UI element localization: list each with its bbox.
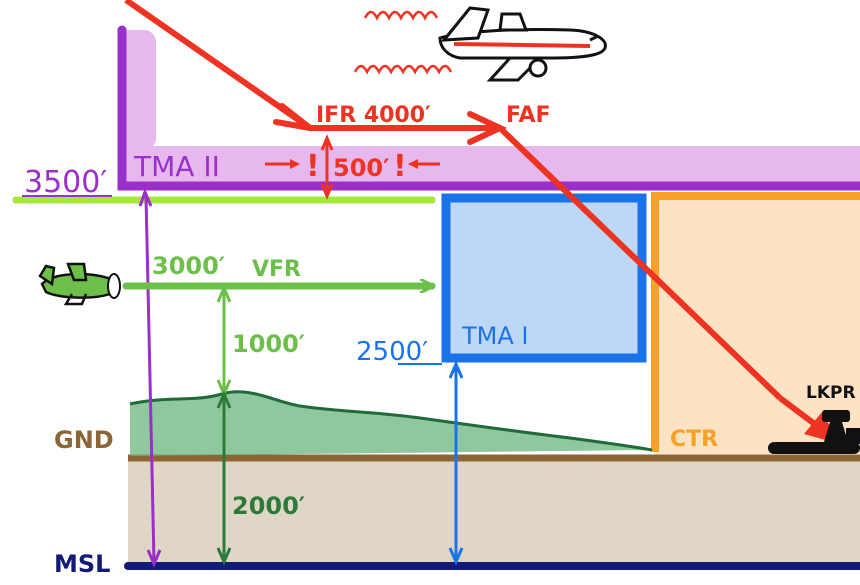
control-tower-icon	[822, 410, 860, 444]
exclaim-left: !	[306, 149, 320, 184]
sep-2000-label: 2000′	[232, 492, 305, 520]
tma2-border	[117, 25, 860, 191]
light-aircraft-icon	[38, 262, 121, 306]
runway	[768, 442, 860, 454]
terrain-fill	[130, 391, 652, 456]
ifr-label: IFR 4000′	[316, 103, 431, 128]
sep-500-arrows	[320, 134, 334, 200]
tma1-box	[441, 193, 647, 363]
tma2-label: TMA II	[133, 150, 220, 183]
tma1-height-arrows	[448, 360, 464, 566]
airliner-icon	[438, 6, 607, 82]
gnd-label: GND	[54, 426, 114, 454]
terrain-outline	[129, 390, 653, 452]
tma2-height-line	[144, 195, 156, 563]
contrail-lower	[353, 64, 453, 75]
tma2-height-arrows	[138, 187, 162, 568]
tma1-label: TMA I	[461, 322, 529, 350]
ifr-path-arrow-1	[273, 103, 312, 131]
alt-2500-label: 2500′	[356, 337, 428, 367]
tma2-band	[118, 146, 860, 186]
tma2-column	[118, 30, 156, 150]
earth-band	[128, 458, 860, 564]
sep-1000-label: 1000′	[232, 330, 305, 358]
exclaim-right: !	[393, 149, 407, 184]
faf-label: FAF	[506, 103, 551, 128]
ctr-label: CTR	[670, 427, 718, 452]
alt-3000-label: 3000′	[152, 252, 225, 280]
ifr-path-arrow-2	[467, 111, 508, 145]
lkpr-label: LKPR	[806, 383, 856, 403]
ifr-path	[124, 0, 783, 401]
msl-label: MSL	[54, 550, 110, 578]
alt-3500-label: 3500′	[24, 165, 107, 200]
vfr-label: VFR	[252, 257, 301, 282]
contrail-upper	[363, 10, 439, 21]
sep-500-label: 500′	[333, 154, 389, 182]
ctr-border	[651, 192, 860, 452]
terrain-2000-arrows	[216, 390, 232, 566]
